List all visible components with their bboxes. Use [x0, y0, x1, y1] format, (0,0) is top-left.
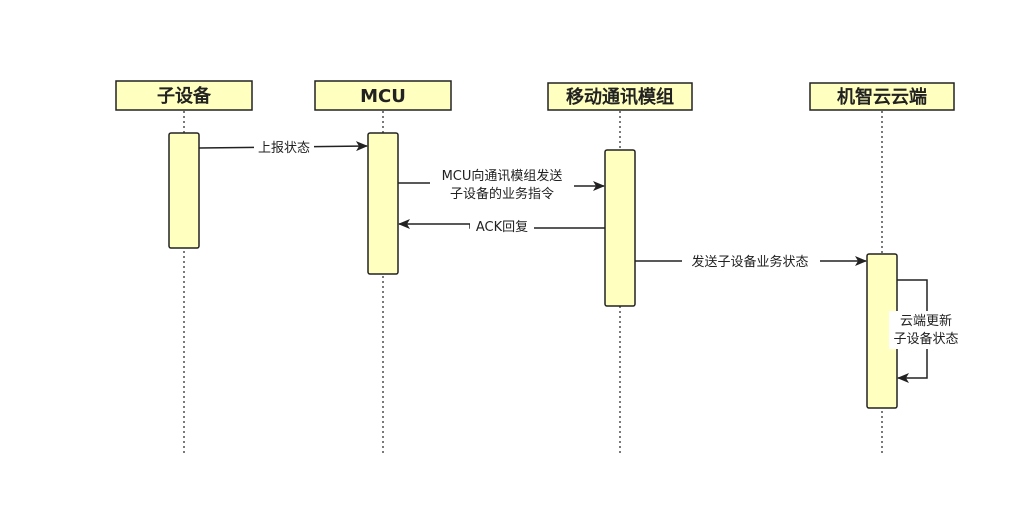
message-cloud-update-label-line2: 子设备状态 [893, 331, 958, 347]
message-cloud-update-label-line1: 云端更新 [900, 313, 952, 329]
message-report-status-label: 上报状态 [258, 141, 310, 156]
message-send-status-label: 发送子设备业务状态 [691, 254, 808, 270]
message-mcu-to-module-label-line2: 子设备的业务指令 [450, 186, 554, 202]
participant-comm-module-label: 移动通讯模组 [566, 86, 674, 108]
participant-sub-device-label: 子设备 [157, 85, 212, 107]
activation-sub-device [168, 132, 200, 249]
participant-mcu-label: MCU [360, 86, 406, 107]
activation-comm-module [604, 149, 636, 307]
message-mcu-to-module: MCU向通讯模组发送 子设备的业务指令 [398, 166, 605, 202]
participant-sub-device: 子设备 [115, 80, 253, 111]
participant-comm-module: 移动通讯模组 [547, 82, 693, 111]
message-report-status: 上报状态 [198, 138, 368, 156]
participant-cloud-label: 机智云云端 [837, 86, 927, 108]
participant-mcu: MCU [314, 80, 452, 111]
participant-cloud: 机智云云端 [809, 82, 955, 111]
message-cloud-update: 云端更新 子设备状态 [889, 279, 965, 383]
message-ack: ACK回复 [398, 217, 605, 235]
message-ack-label: ACK回复 [476, 220, 528, 235]
message-mcu-to-module-label-line1: MCU向通讯模组发送 [442, 168, 563, 184]
activation-mcu [367, 132, 399, 275]
message-send-status: 发送子设备业务状态 [635, 252, 867, 270]
